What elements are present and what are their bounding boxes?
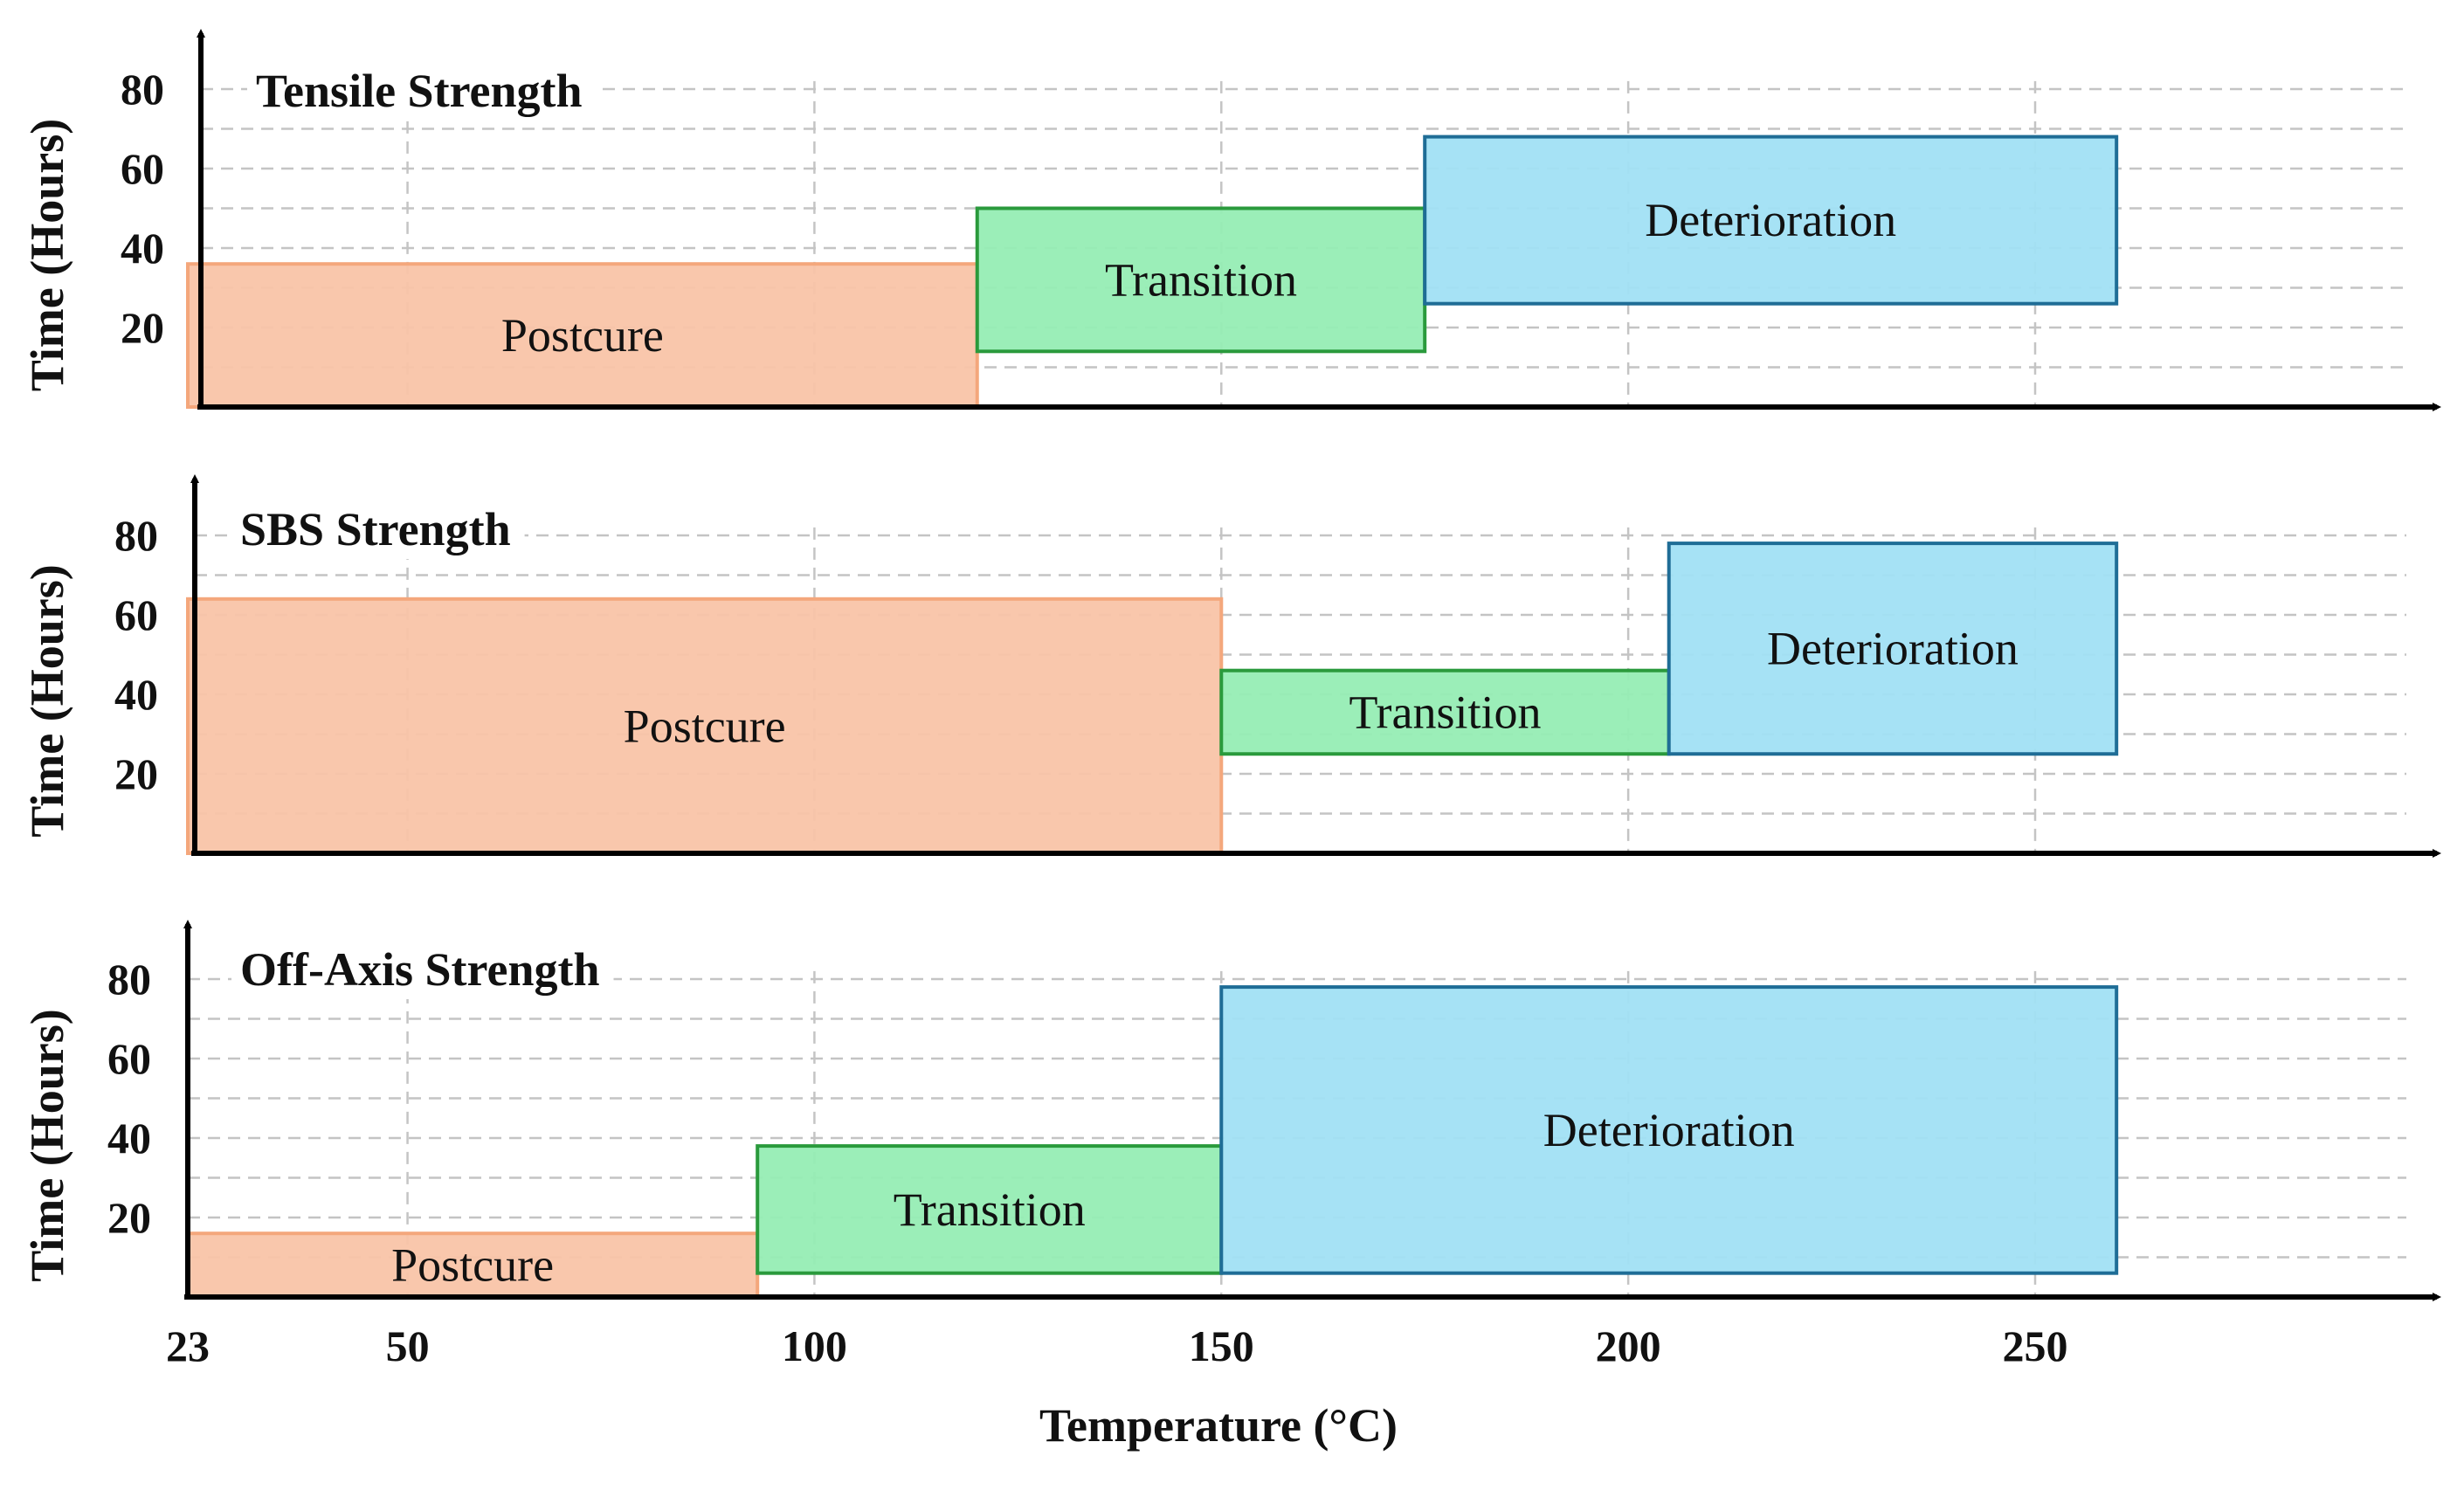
deterioration-region	[1219, 985, 2119, 1275]
postcure-label: Postcure	[624, 700, 786, 752]
panel-title: Off-Axis Strength	[240, 943, 600, 996]
panel-title: Tensile Strength	[256, 65, 583, 117]
x-tick-label: 250	[2003, 1321, 2068, 1370]
y-tick-label: 20	[114, 749, 158, 798]
panel-3: Postcure Transition Deterioration Off-Axis …	[21, 920, 2441, 1301]
transition-label: Transition	[1349, 686, 1541, 738]
y-tick-label: 80	[114, 511, 158, 560]
x-tick-label: 50	[386, 1321, 430, 1370]
panel-1: Postcure Transition Deterioration Tensile S…	[21, 29, 2441, 411]
y-tick-label: 20	[107, 1193, 151, 1242]
y-tick-label: 60	[114, 590, 158, 639]
y-tick-label: 20	[121, 303, 164, 352]
panel-title-background	[231, 500, 525, 559]
y-tick-label: 60	[121, 144, 164, 193]
deterioration-region	[1423, 135, 2119, 306]
x-tick-label: 150	[1189, 1321, 1254, 1370]
deterioration-label: Deterioration	[1767, 623, 2019, 675]
y-tick-label: 80	[121, 65, 164, 114]
postcure-label: Postcure	[501, 309, 664, 362]
panel-2: Postcure Transition Deterioration SBS Stren…	[21, 474, 2441, 858]
x-tick-label: 200	[1596, 1321, 1661, 1370]
y-tick-label: 60	[107, 1034, 151, 1083]
y-tick-label: 40	[107, 1114, 151, 1162]
panel-title: SBS Strength	[240, 503, 511, 555]
transition-region	[975, 206, 1427, 354]
shared-x-tick-labels: 23 50 100 150 200 250	[166, 1321, 2068, 1370]
y-tick-label: 40	[121, 224, 164, 272]
y-tick-label: 80	[107, 955, 151, 1004]
postcure-label: Postcure	[391, 1239, 554, 1292]
transition-label: Transition	[1105, 253, 1297, 306]
deterioration-label: Deterioration	[1543, 1104, 1795, 1156]
x-axis-title: Temperature (°C)	[1039, 1399, 1398, 1452]
y-axis-title: Time (Hours)	[21, 119, 73, 391]
deterioration-label: Deterioration	[1645, 194, 1896, 246]
y-axis-title: Time (Hours)	[21, 1009, 73, 1281]
transition-region	[1219, 668, 1671, 756]
x-tick-label: 23	[166, 1321, 210, 1370]
x-tick-label: 100	[782, 1321, 847, 1370]
y-tick-label: 40	[114, 670, 158, 719]
panel-title-background	[247, 61, 597, 121]
panel-title-background	[231, 940, 614, 999]
deterioration-region	[1667, 542, 2119, 756]
postcure-region	[186, 262, 979, 410]
transition-label: Transition	[894, 1183, 1086, 1236]
y-axis-title: Time (Hours)	[21, 564, 73, 837]
